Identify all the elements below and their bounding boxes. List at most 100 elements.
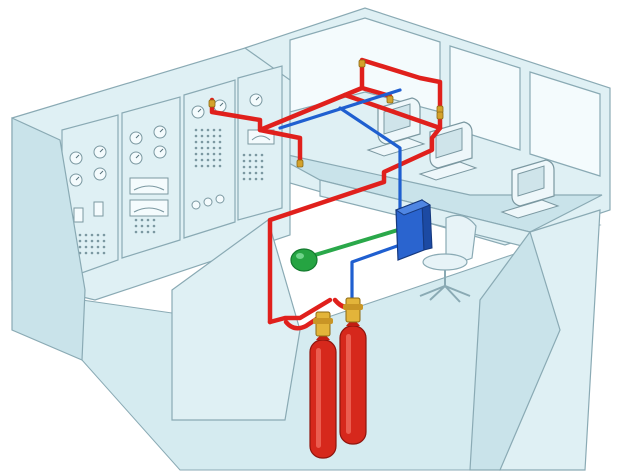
cylinder-left	[309, 311, 337, 459]
cabinet-switch	[93, 201, 104, 217]
grille-hole	[206, 134, 210, 138]
grille-hole	[102, 239, 106, 243]
grille-hole	[194, 146, 198, 150]
grille-hole	[152, 224, 156, 228]
dial-needle	[159, 148, 164, 153]
red-pipe-main	[267, 125, 443, 325]
grille-hole	[242, 153, 246, 157]
grille-hole	[200, 152, 204, 156]
grille-hole	[242, 165, 246, 169]
grille-hole	[212, 152, 216, 156]
grille-hole	[134, 218, 138, 222]
equipment-cabinet-icon	[61, 65, 283, 281]
grille-hole	[242, 159, 246, 163]
meter-arc	[133, 207, 165, 213]
grille-hole	[84, 239, 88, 243]
cylinder-left-shine	[316, 348, 321, 448]
meter-arc	[133, 185, 165, 191]
grille-hole	[200, 146, 204, 150]
meter-arc	[251, 135, 271, 141]
grille-hole	[218, 140, 222, 144]
grille-hole	[248, 171, 252, 175]
cylinder-right-shine	[346, 334, 351, 434]
grille-hole	[200, 140, 204, 144]
grille-hole	[84, 233, 88, 237]
grille-hole	[200, 128, 204, 132]
grille-hole	[218, 146, 222, 150]
grille-hole	[212, 146, 216, 150]
grille-hole	[248, 177, 252, 181]
dial-needle	[255, 96, 260, 101]
grille-hole	[218, 134, 222, 138]
grille-hole	[218, 164, 222, 168]
grille-hole	[84, 251, 88, 255]
cylinder-right	[339, 297, 367, 445]
front-left-partition	[11, 117, 86, 361]
grille-hole	[206, 140, 210, 144]
detector-highlight	[296, 253, 304, 259]
red-pipe-manifold	[267, 297, 333, 325]
grille-hole	[194, 164, 198, 168]
grille-hole	[248, 165, 252, 169]
smoke-detector-icon	[290, 248, 318, 272]
dial-needle	[197, 108, 202, 113]
grille-hole	[248, 159, 252, 163]
grille-hole	[212, 164, 216, 168]
grille-hole	[206, 128, 210, 132]
grille-hole	[212, 128, 216, 132]
ceiling-nozzle	[296, 159, 304, 168]
grille-hole	[102, 251, 106, 255]
cylinder-right-body	[339, 325, 367, 445]
grille-hole	[78, 239, 82, 243]
dial-needle	[219, 102, 224, 107]
grille-hole	[218, 152, 222, 156]
red-pipe-branch-back	[342, 57, 443, 109]
grille-hole	[200, 158, 204, 162]
grille-hole	[90, 251, 94, 255]
grille-hole	[254, 153, 258, 157]
nozzle-icon	[208, 59, 444, 168]
detector-body	[290, 248, 318, 272]
grille-hole	[134, 230, 138, 234]
monitor-screen	[517, 165, 545, 197]
grille-hole	[102, 233, 106, 237]
grille-hole	[134, 224, 138, 228]
grille-hole	[90, 233, 94, 237]
monitor-screen	[435, 127, 463, 159]
grille-hole	[102, 245, 106, 249]
cylinder-left-body	[309, 339, 337, 459]
grille-hole	[212, 134, 216, 138]
grille-hole	[194, 128, 198, 132]
dial-needle	[159, 128, 164, 133]
grille-hole	[140, 230, 144, 234]
dial-needle	[75, 176, 80, 181]
grille-hole	[242, 171, 246, 175]
grille-hole	[260, 177, 264, 181]
grille-hole	[96, 233, 100, 237]
ceiling-nozzle	[208, 99, 216, 108]
grille-hole	[194, 134, 198, 138]
grille-hole	[96, 245, 100, 249]
grille-hole	[254, 177, 258, 181]
grille-hole	[140, 224, 144, 228]
keyboard	[500, 199, 560, 219]
grille-hole	[254, 165, 258, 169]
red-pipe-branch-front	[257, 127, 303, 163]
dial-needle	[75, 154, 80, 159]
blue-wire-drop	[338, 106, 402, 217]
grille-hole	[260, 171, 264, 175]
control-wiring	[278, 88, 402, 300]
ceiling-nozzle	[386, 95, 394, 104]
blue-wire-to-cylinders	[350, 243, 402, 300]
grille-hole	[242, 177, 246, 181]
cabinet-knob	[215, 194, 225, 204]
front-right-cut-face	[469, 230, 561, 471]
dial-needle	[99, 148, 104, 153]
grille-hole	[248, 153, 252, 157]
grille-hole	[146, 230, 150, 234]
grille-hole	[212, 140, 216, 144]
grille-hole	[200, 164, 204, 168]
control-panel-icon	[394, 199, 433, 261]
